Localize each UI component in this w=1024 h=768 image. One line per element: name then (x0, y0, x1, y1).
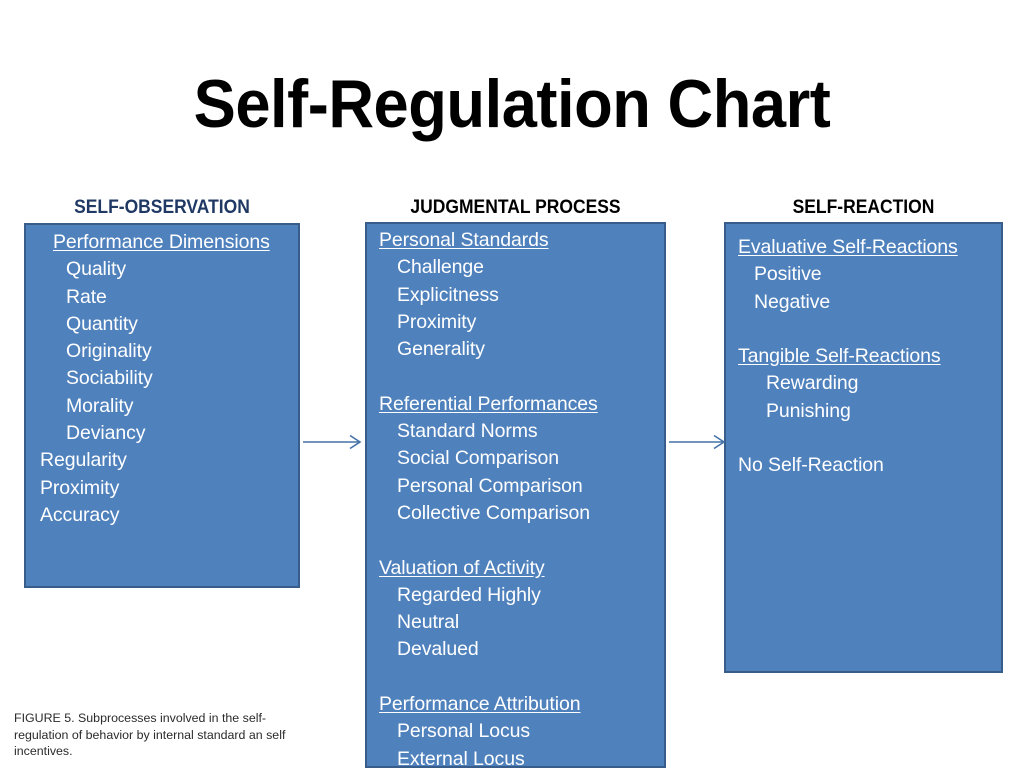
list-heading: Performance Dimensions (53, 231, 270, 253)
list-item: Proximity (40, 476, 120, 499)
list-heading: Tangible Self-Reactions (738, 345, 941, 368)
list-item: Generality (397, 338, 485, 361)
list-item: No Self-Reaction (738, 454, 884, 477)
list-item: Standard Norms (397, 420, 538, 443)
list-item: External Locus (397, 747, 525, 768)
list-item: Regularity (40, 449, 127, 472)
list-item: Personal Comparison (397, 474, 583, 497)
list-item: Neutral (397, 611, 460, 634)
arrow-self-observation-to-judgmental (303, 434, 363, 455)
list-heading: Valuation of Activity (379, 556, 545, 579)
list-item: Sociability (66, 367, 153, 390)
list-item: Social Comparison (397, 447, 559, 470)
list-item: Accuracy (40, 503, 120, 526)
list-item: Morality (66, 394, 134, 417)
list-item: Challenge (397, 256, 484, 279)
column-header-self-observation: SELF-OBSERVATION (74, 197, 250, 218)
list-item: Negative (754, 290, 831, 313)
list-item: Rewarding (766, 372, 859, 395)
column-header-self-reaction: SELF-REACTION (792, 197, 935, 218)
list-item: Regarded Highly (397, 583, 541, 606)
list-heading: Evaluative Self-Reactions (738, 236, 958, 258)
list-heading: Personal Standards (379, 229, 549, 251)
list-item: Rate (66, 285, 107, 308)
list-item: Devalued (397, 638, 479, 661)
page-title: Self-Regulation Chart (193, 66, 831, 142)
list-item: Explicitness (397, 283, 499, 306)
list-item: Positive (754, 263, 822, 286)
list-item: Deviancy (66, 422, 146, 445)
figure-caption: FIGURE 5. Subprocesses involved in the s… (14, 711, 286, 759)
list-item: Originality (66, 340, 152, 363)
list-item: Collective Comparison (397, 501, 590, 524)
list-spacer (726, 425, 1001, 452)
arrow-judgmental-to-self-reaction (669, 434, 727, 455)
list-item: Quality (66, 258, 126, 281)
list-heading: Referential Performances (379, 392, 598, 415)
list-spacer (367, 363, 664, 390)
list-item: Proximity (397, 310, 477, 333)
list-item: Punishing (766, 399, 851, 422)
list-spacer (367, 527, 664, 554)
list-spacer (726, 316, 1001, 343)
list-item: Quantity (66, 312, 138, 335)
list-heading: Performance Attribution (379, 693, 581, 716)
list-spacer (367, 664, 664, 691)
column-header-judgmental-process: JUDGMENTAL PROCESS (410, 197, 621, 218)
list-item: Personal Locus (397, 720, 531, 743)
